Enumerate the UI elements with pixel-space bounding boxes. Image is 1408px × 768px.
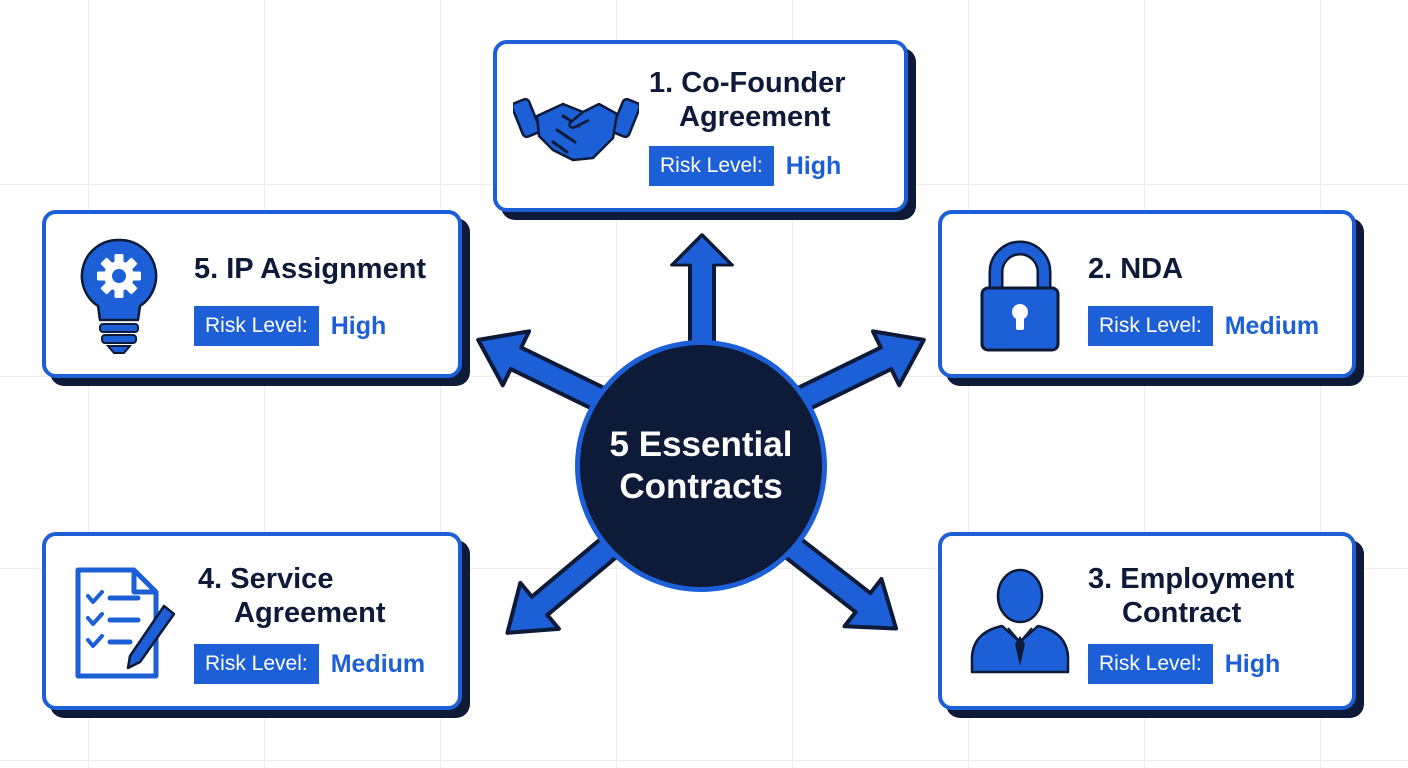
risk-label: Risk Level: xyxy=(649,146,774,186)
handshake-icon xyxy=(513,97,639,162)
card-title: 4. Service Agreement xyxy=(198,562,386,630)
risk-row: Risk Level: High xyxy=(1088,644,1280,684)
card-title-line1: 1. Co-Founder xyxy=(649,67,846,99)
card-title-line2: Contract xyxy=(1122,597,1242,629)
risk-value: Medium xyxy=(1224,311,1320,340)
card-ip-assignment[interactable]: 5. IP Assignment Risk Level: High xyxy=(42,210,462,378)
padlock-icon xyxy=(980,240,1060,352)
card-title-line2: Agreement xyxy=(234,597,386,629)
risk-label: Risk Level: xyxy=(194,306,319,346)
card-title-line1: 2. NDA xyxy=(1088,253,1184,285)
document-pen-icon xyxy=(75,567,176,679)
risk-label: Risk Level: xyxy=(1088,306,1213,346)
hub-circle: 5 Essential Contracts xyxy=(575,340,827,592)
hub-title-line1: 5 Essential xyxy=(609,425,793,464)
risk-row: Risk Level: Medium xyxy=(194,644,425,684)
card-title-line1: 3. Employment xyxy=(1088,563,1295,595)
card-title: 3. Employment Contract xyxy=(1088,562,1294,630)
card-nda[interactable]: 2. NDA Risk Level: Medium xyxy=(938,210,1356,378)
risk-value: High xyxy=(1224,649,1281,678)
card-title-line1: 4. Service xyxy=(198,563,334,595)
card-title: 1. Co-Founder Agreement xyxy=(649,66,846,134)
card-title: 2. NDA xyxy=(1088,252,1183,286)
risk-value: High xyxy=(330,311,387,340)
lightbulb-gear-icon xyxy=(80,238,158,354)
hub-title-line2: Contracts xyxy=(619,467,783,506)
card-title: 5. IP Assignment xyxy=(194,252,426,286)
risk-row: Risk Level: High xyxy=(194,306,386,346)
arrow-to-co-founder xyxy=(670,232,734,352)
risk-label: Risk Level: xyxy=(1088,644,1213,684)
card-service-agreement[interactable]: 4. Service Agreement Risk Level: Medium xyxy=(42,532,462,710)
card-employment-contract[interactable]: 3. Employment Contract Risk Level: High xyxy=(938,532,1356,710)
card-title-line2: Agreement xyxy=(679,101,831,133)
card-co-founder-agreement[interactable]: 1. Co-Founder Agreement Risk Level: High xyxy=(493,40,908,212)
risk-row: Risk Level: High xyxy=(649,146,841,186)
risk-row: Risk Level: Medium xyxy=(1088,306,1319,346)
risk-label: Risk Level: xyxy=(194,644,319,684)
employee-icon xyxy=(970,568,1070,674)
risk-value: Medium xyxy=(330,649,426,678)
risk-value: High xyxy=(785,151,842,180)
card-title-line1: 5. IP Assignment xyxy=(194,253,427,285)
